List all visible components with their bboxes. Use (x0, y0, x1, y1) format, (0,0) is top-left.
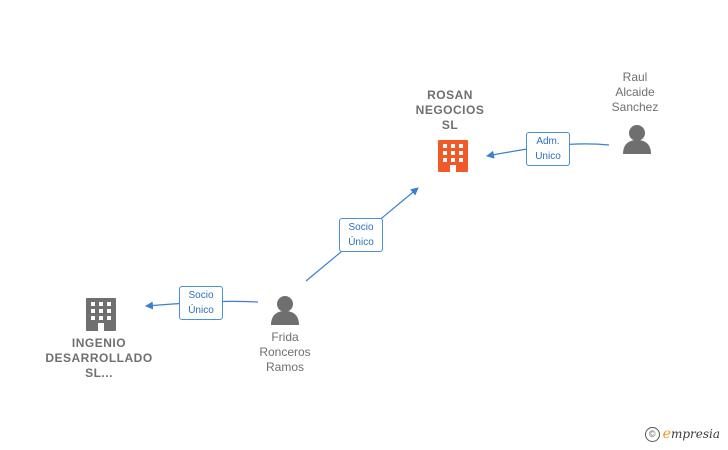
person-name-frida[interactable]: Frida Ronceros Ramos (259, 330, 311, 374)
empresia-watermark: © empresia (644, 426, 720, 442)
copyright-icon: © (644, 426, 660, 442)
edge-label-socio-unico-ingenio: Socio Único (179, 286, 223, 320)
person-icon[interactable] (623, 125, 651, 154)
company-name-rosan[interactable]: ROSAN NEGOCIOS SL (415, 88, 485, 132)
person-name-raul[interactable]: Raul Alcaide Sanchez (611, 70, 659, 114)
person-icon[interactable] (271, 296, 299, 325)
building-icon[interactable] (438, 140, 468, 172)
edge-label-socio-unico-rosan: Socio Único (339, 218, 383, 252)
empresia-logo: empresia (662, 426, 720, 442)
building-icon[interactable] (86, 298, 116, 331)
edge-label-adm-unico: Adm. Unico (526, 132, 570, 166)
company-name-ingenio[interactable]: INGENIO DESARROLLADO SL... (45, 336, 153, 380)
